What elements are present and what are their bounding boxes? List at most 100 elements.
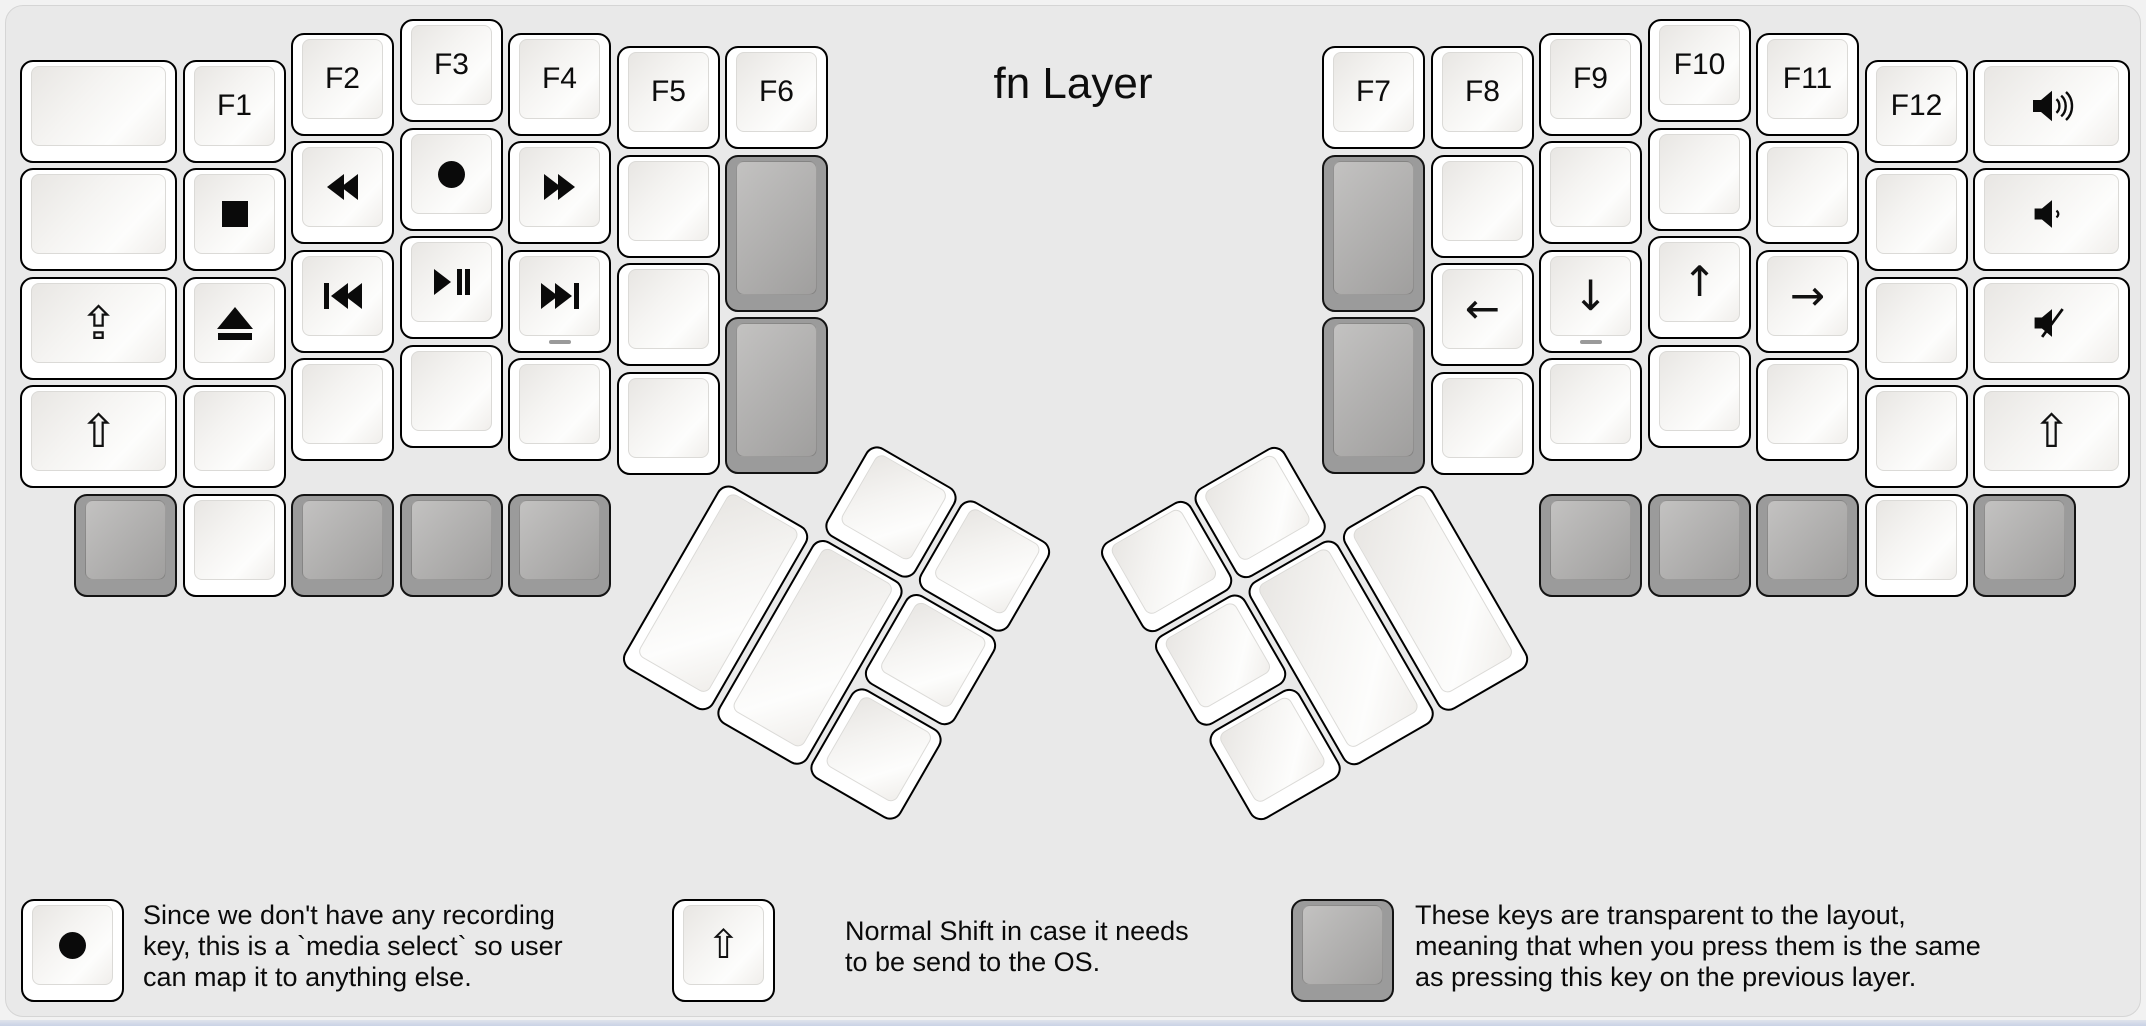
key-blank[interactable]	[1648, 345, 1751, 448]
keycap-top	[1984, 500, 2065, 580]
key-f8[interactable]: F8	[1431, 46, 1534, 149]
key-f6[interactable]: F6	[725, 46, 828, 149]
key-record[interactable]	[400, 128, 503, 231]
key-transparent[interactable]	[1648, 494, 1751, 597]
key-f1[interactable]: F1	[183, 60, 286, 163]
key-blank[interactable]	[20, 168, 177, 271]
key-f11[interactable]: F11	[1756, 33, 1859, 136]
key-f7[interactable]: F7	[1322, 46, 1425, 149]
keycap-top	[519, 364, 600, 444]
keycap-top	[1108, 506, 1219, 617]
keycap-top	[302, 364, 383, 444]
key-right-arrow[interactable]: →	[1756, 250, 1859, 353]
keycap-top: →	[1767, 256, 1848, 336]
key-transparent[interactable]	[1973, 494, 2076, 597]
keycap-top	[1767, 147, 1848, 227]
legend-text-normal-shift: Normal Shift in case it needs to be send…	[845, 916, 1189, 978]
keycap-top	[1659, 500, 1740, 580]
key-blank[interactable]	[1431, 372, 1534, 475]
key-up-arrow[interactable]: ↑	[1648, 236, 1751, 339]
key-volume-up[interactable]	[1973, 60, 2130, 163]
legend-sample-key-1	[21, 899, 124, 1002]
key-f12[interactable]: F12	[1865, 60, 1968, 163]
key-label: F3	[433, 48, 469, 81]
keycap-top: ↑	[1659, 242, 1740, 322]
key-transparent[interactable]	[1322, 155, 1425, 312]
key-transparent[interactable]	[1756, 494, 1859, 597]
fast-forward-icon	[544, 174, 575, 200]
key-transparent[interactable]	[508, 494, 611, 597]
legend-sample-key-3	[1291, 899, 1394, 1002]
key-f5[interactable]: F5	[617, 46, 720, 149]
keycap-top	[519, 500, 600, 580]
keycap-top	[302, 147, 383, 227]
left-arrow-icon: ←	[1464, 284, 1501, 333]
key-shift[interactable]: ⇧	[1973, 385, 2130, 488]
key-f9[interactable]: F9	[1539, 33, 1642, 136]
rewind-icon	[327, 174, 358, 200]
key-blank[interactable]	[1865, 168, 1968, 271]
key-blank[interactable]	[400, 345, 503, 448]
eject-icon	[216, 306, 253, 340]
key-volume-down[interactable]	[1973, 168, 2130, 271]
key-caps-lock[interactable]: ⇪	[20, 277, 177, 380]
keycap-top	[736, 161, 817, 295]
key-blank[interactable]	[617, 155, 720, 258]
key-blank[interactable]	[1431, 155, 1534, 258]
key-blank[interactable]	[183, 385, 286, 488]
keycap-top	[411, 134, 492, 214]
keycap-top: F10	[1659, 25, 1740, 105]
key-left-arrow[interactable]: ←	[1431, 263, 1534, 366]
key-blank[interactable]	[1756, 141, 1859, 244]
key-f3[interactable]: F3	[400, 19, 503, 122]
legend-line: meaning that when you press them is the …	[1415, 931, 1981, 961]
keycap-top	[1767, 364, 1848, 444]
keycap-top	[1202, 452, 1313, 563]
key-blank[interactable]	[1865, 277, 1968, 380]
key-blank[interactable]	[617, 372, 720, 475]
key-prev-track[interactable]	[291, 250, 394, 353]
key-play-pause[interactable]	[400, 236, 503, 339]
legend-line: as pressing this key on the previous lay…	[1415, 962, 1917, 992]
up-arrow-icon: ↑	[1681, 257, 1718, 306]
key-next-track[interactable]	[508, 250, 611, 353]
keycap-top: ⇧	[683, 905, 764, 985]
key-blank[interactable]	[1756, 358, 1859, 461]
key-transparent[interactable]	[74, 494, 177, 597]
key-transparent[interactable]	[725, 155, 828, 312]
key-blank[interactable]	[1865, 385, 1968, 488]
key-rewind[interactable]	[291, 141, 394, 244]
keycap-top	[32, 905, 113, 985]
key-blank[interactable]	[1539, 141, 1642, 244]
volume-up-icon	[2032, 90, 2073, 122]
key-stop[interactable]	[183, 168, 286, 271]
key-f2[interactable]: F2	[291, 33, 394, 136]
key-shift[interactable]: ⇧	[20, 385, 177, 488]
keycap-top	[194, 391, 275, 471]
key-blank[interactable]	[1648, 128, 1751, 231]
keycap-top	[1767, 500, 1848, 580]
key-blank[interactable]	[1539, 358, 1642, 461]
key-eject[interactable]	[183, 277, 286, 380]
shift-icon: ⇧	[2032, 404, 2071, 458]
key-blank[interactable]	[291, 358, 394, 461]
legend-line: key, this is a `media select` so user	[143, 931, 563, 961]
key-fast-forward[interactable]	[508, 141, 611, 244]
key-blank[interactable]	[508, 358, 611, 461]
key-mute[interactable]	[1973, 277, 2130, 380]
key-f10[interactable]: F10	[1648, 19, 1751, 122]
key-blank[interactable]	[617, 263, 720, 366]
key-transparent[interactable]	[400, 494, 503, 597]
key-down-arrow[interactable]: ↓	[1539, 250, 1642, 353]
key-blank[interactable]	[183, 494, 286, 597]
key-transparent[interactable]	[291, 494, 394, 597]
key-f4[interactable]: F4	[508, 33, 611, 136]
keycap-top: ←	[1442, 269, 1523, 349]
key-transparent[interactable]	[1539, 494, 1642, 597]
keycap-top	[411, 500, 492, 580]
key-blank[interactable]	[1865, 494, 1968, 597]
key-transparent[interactable]	[1322, 317, 1425, 474]
keycap-top: F6	[736, 52, 817, 132]
key-transparent[interactable]	[725, 317, 828, 474]
key-blank[interactable]	[20, 60, 177, 163]
